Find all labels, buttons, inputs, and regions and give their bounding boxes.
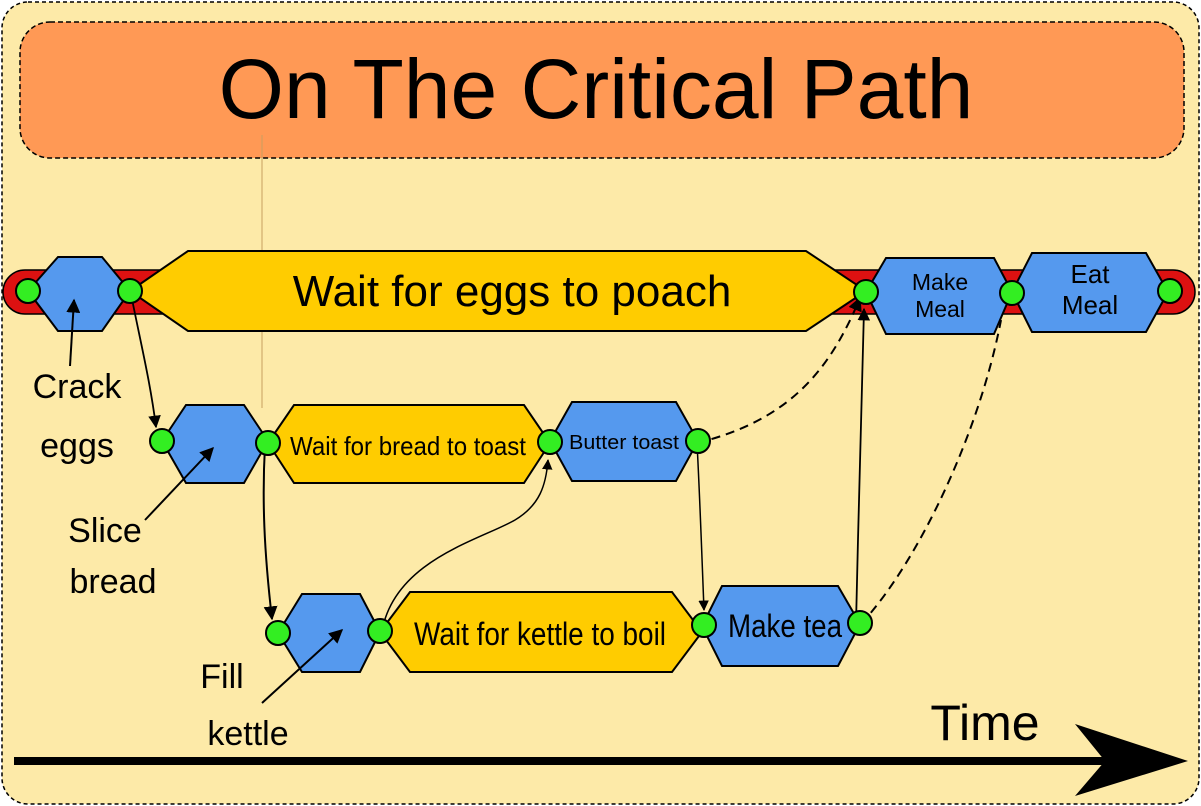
label-slice-bread-2: bread [70,563,157,601]
dep-arrow-tea-to-meal [855,307,871,625]
node [265,620,291,646]
pointer-arrow-fill-kettle [261,629,344,704]
node [117,278,143,304]
dep-arrow-bread-to-kettle [262,444,278,621]
node [691,612,717,638]
node [367,618,393,644]
label-fill-kettle-2: kettle [207,715,288,753]
pointer-arrow-crack-eggs [66,298,81,367]
task-make-meal-label-1: Make [912,269,968,295]
label-fill-kettle-1: Fill [200,658,243,696]
task-wait-bread-label: Wait for bread to toast [290,431,527,461]
node [255,430,281,456]
node [537,429,563,455]
task-eat-meal-label-1: Eat [1070,259,1110,289]
task-make-meal-label-2: Meal [915,296,965,322]
label-crack-eggs-2: eggs [40,427,114,465]
event-nodes [15,278,1183,646]
dep-arrow-butter-to-tea [696,442,709,612]
time-axis-label: Time [930,695,1039,751]
pointer-arrow-slice-bread [144,446,214,521]
node [1157,278,1183,304]
task-butter-toast-label: Butter toast [569,432,679,454]
task-wait-kettle-label: Wait for kettle to boil [414,616,666,652]
node [853,279,879,305]
node [685,428,711,454]
slack-line-butter-to-meal [696,296,862,444]
node [15,278,41,304]
task-make-tea-label: Make tea [728,608,842,644]
title-box [19,21,1185,159]
dep-arrow-eggs-to-bread [130,293,161,429]
node [149,428,175,454]
node [999,280,1025,306]
task-wait-eggs-label: Wait for eggs to poach [293,267,732,316]
label-crack-eggs-1: Crack [33,368,123,406]
time-axis-arrowhead [1075,724,1188,796]
label-slice-bread-1: Slice [68,512,142,550]
dep-arrow-kettle-to-butter [381,458,553,632]
slack-line-tea-to-eat [860,319,1002,625]
page-title: On The Critical Path [219,42,974,136]
task-eat-meal-label-2: Meal [1062,290,1118,320]
node [847,610,873,636]
